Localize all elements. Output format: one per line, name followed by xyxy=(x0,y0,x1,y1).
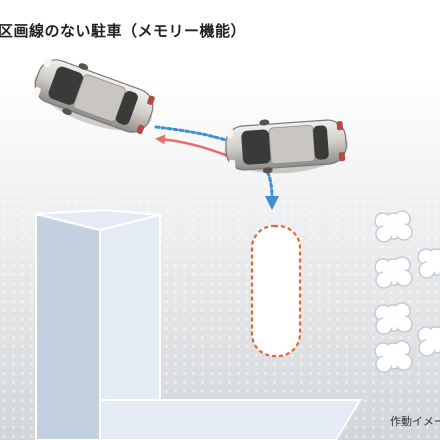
diagram-title: 区画線のない駐車（メモリー機能） xyxy=(0,22,247,40)
bush-icon xyxy=(374,302,413,335)
bush-icon xyxy=(417,324,440,357)
reverse-path-arrowhead xyxy=(265,196,279,210)
operation-image-caption: 作動イメージ xyxy=(390,415,440,428)
bush-icon xyxy=(374,256,413,289)
bush-icon xyxy=(374,210,413,243)
building xyxy=(35,208,362,440)
forward-path-arrow xyxy=(155,134,229,158)
bush-icon xyxy=(374,340,413,373)
bush-icon xyxy=(417,246,440,279)
parking-target-icon xyxy=(250,224,302,358)
